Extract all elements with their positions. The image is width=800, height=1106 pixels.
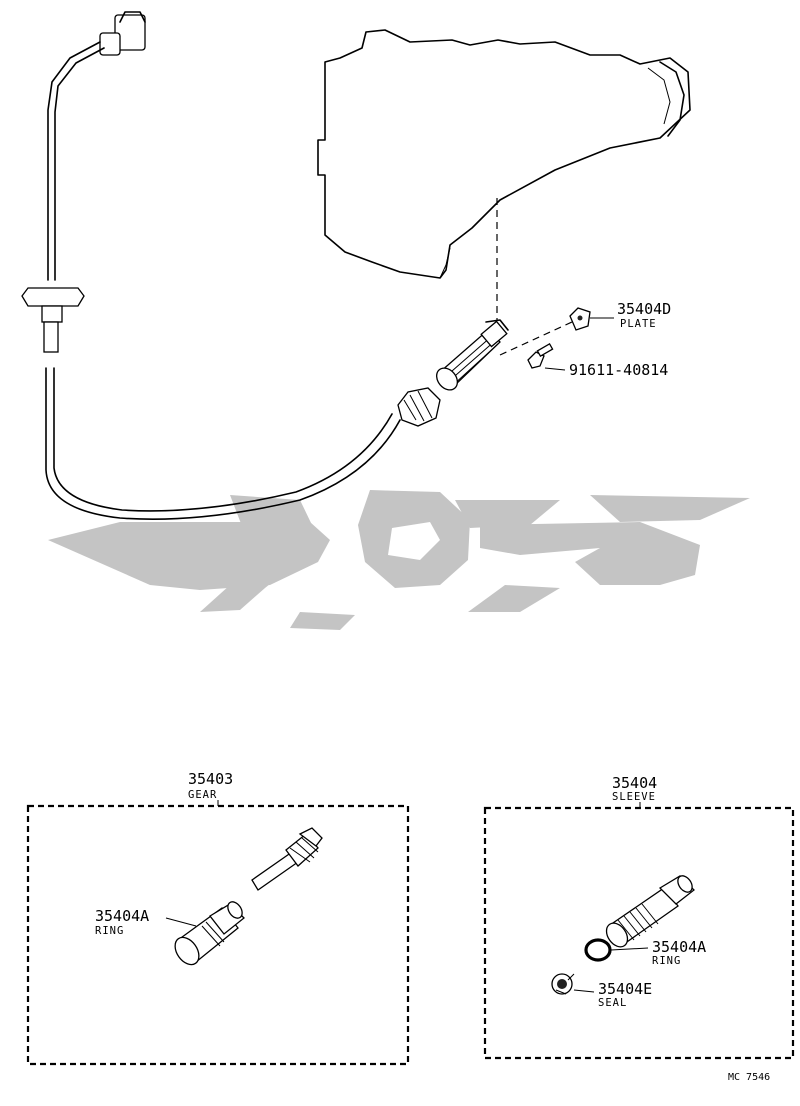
transmission-housing — [317, 29, 691, 279]
plate-part-number: 35404D — [617, 300, 671, 318]
gear-ring-name: RING — [95, 925, 124, 937]
sleeve-group: 35404 SLEEVE 35404A RING 35404E SEAL — [483, 774, 795, 1060]
alignment-line-plate — [499, 321, 573, 356]
bolt-part: 91611-40814 — [527, 343, 668, 379]
sleeve-ring-name: RING — [652, 955, 681, 967]
cable-grommet — [21, 287, 85, 307]
gear-group-box — [26, 804, 410, 1066]
sleeve-group-name: SLEEVE — [612, 791, 656, 803]
sleeve-group-number: 35404 — [612, 774, 657, 792]
figure-code: MC 7546 — [728, 1072, 770, 1083]
sleeve-seal-part: 35404E SEAL — [551, 973, 652, 1009]
bolt-part-number: 91611-40814 — [569, 361, 668, 379]
gear-ring-part — [174, 901, 245, 966]
gear-group: 35403 GEAR 35404A RING — [26, 770, 410, 1066]
watermark-logo — [48, 490, 750, 630]
gear-group-number: 35403 — [188, 770, 233, 788]
sleeve-ring-number: 35404A — [652, 938, 706, 956]
sleeve-part — [605, 875, 695, 948]
sleeve-assembly — [436, 319, 509, 391]
sleeve-group-box — [483, 806, 795, 1060]
sleeve-seal-name: SEAL — [598, 997, 627, 1009]
gear-shaft — [251, 827, 323, 891]
sleeve-seal-number: 35404E — [598, 980, 652, 998]
plate-part: 35404D PLATE — [569, 300, 671, 331]
speedometer-cable — [21, 11, 441, 520]
gear-group-name: GEAR — [188, 789, 217, 801]
sleeve-ring-part: 35404A RING — [584, 938, 706, 967]
cable-end-nut — [397, 387, 441, 427]
gear-ring-number: 35404A — [95, 907, 149, 925]
plate-part-name: PLATE — [620, 318, 657, 330]
